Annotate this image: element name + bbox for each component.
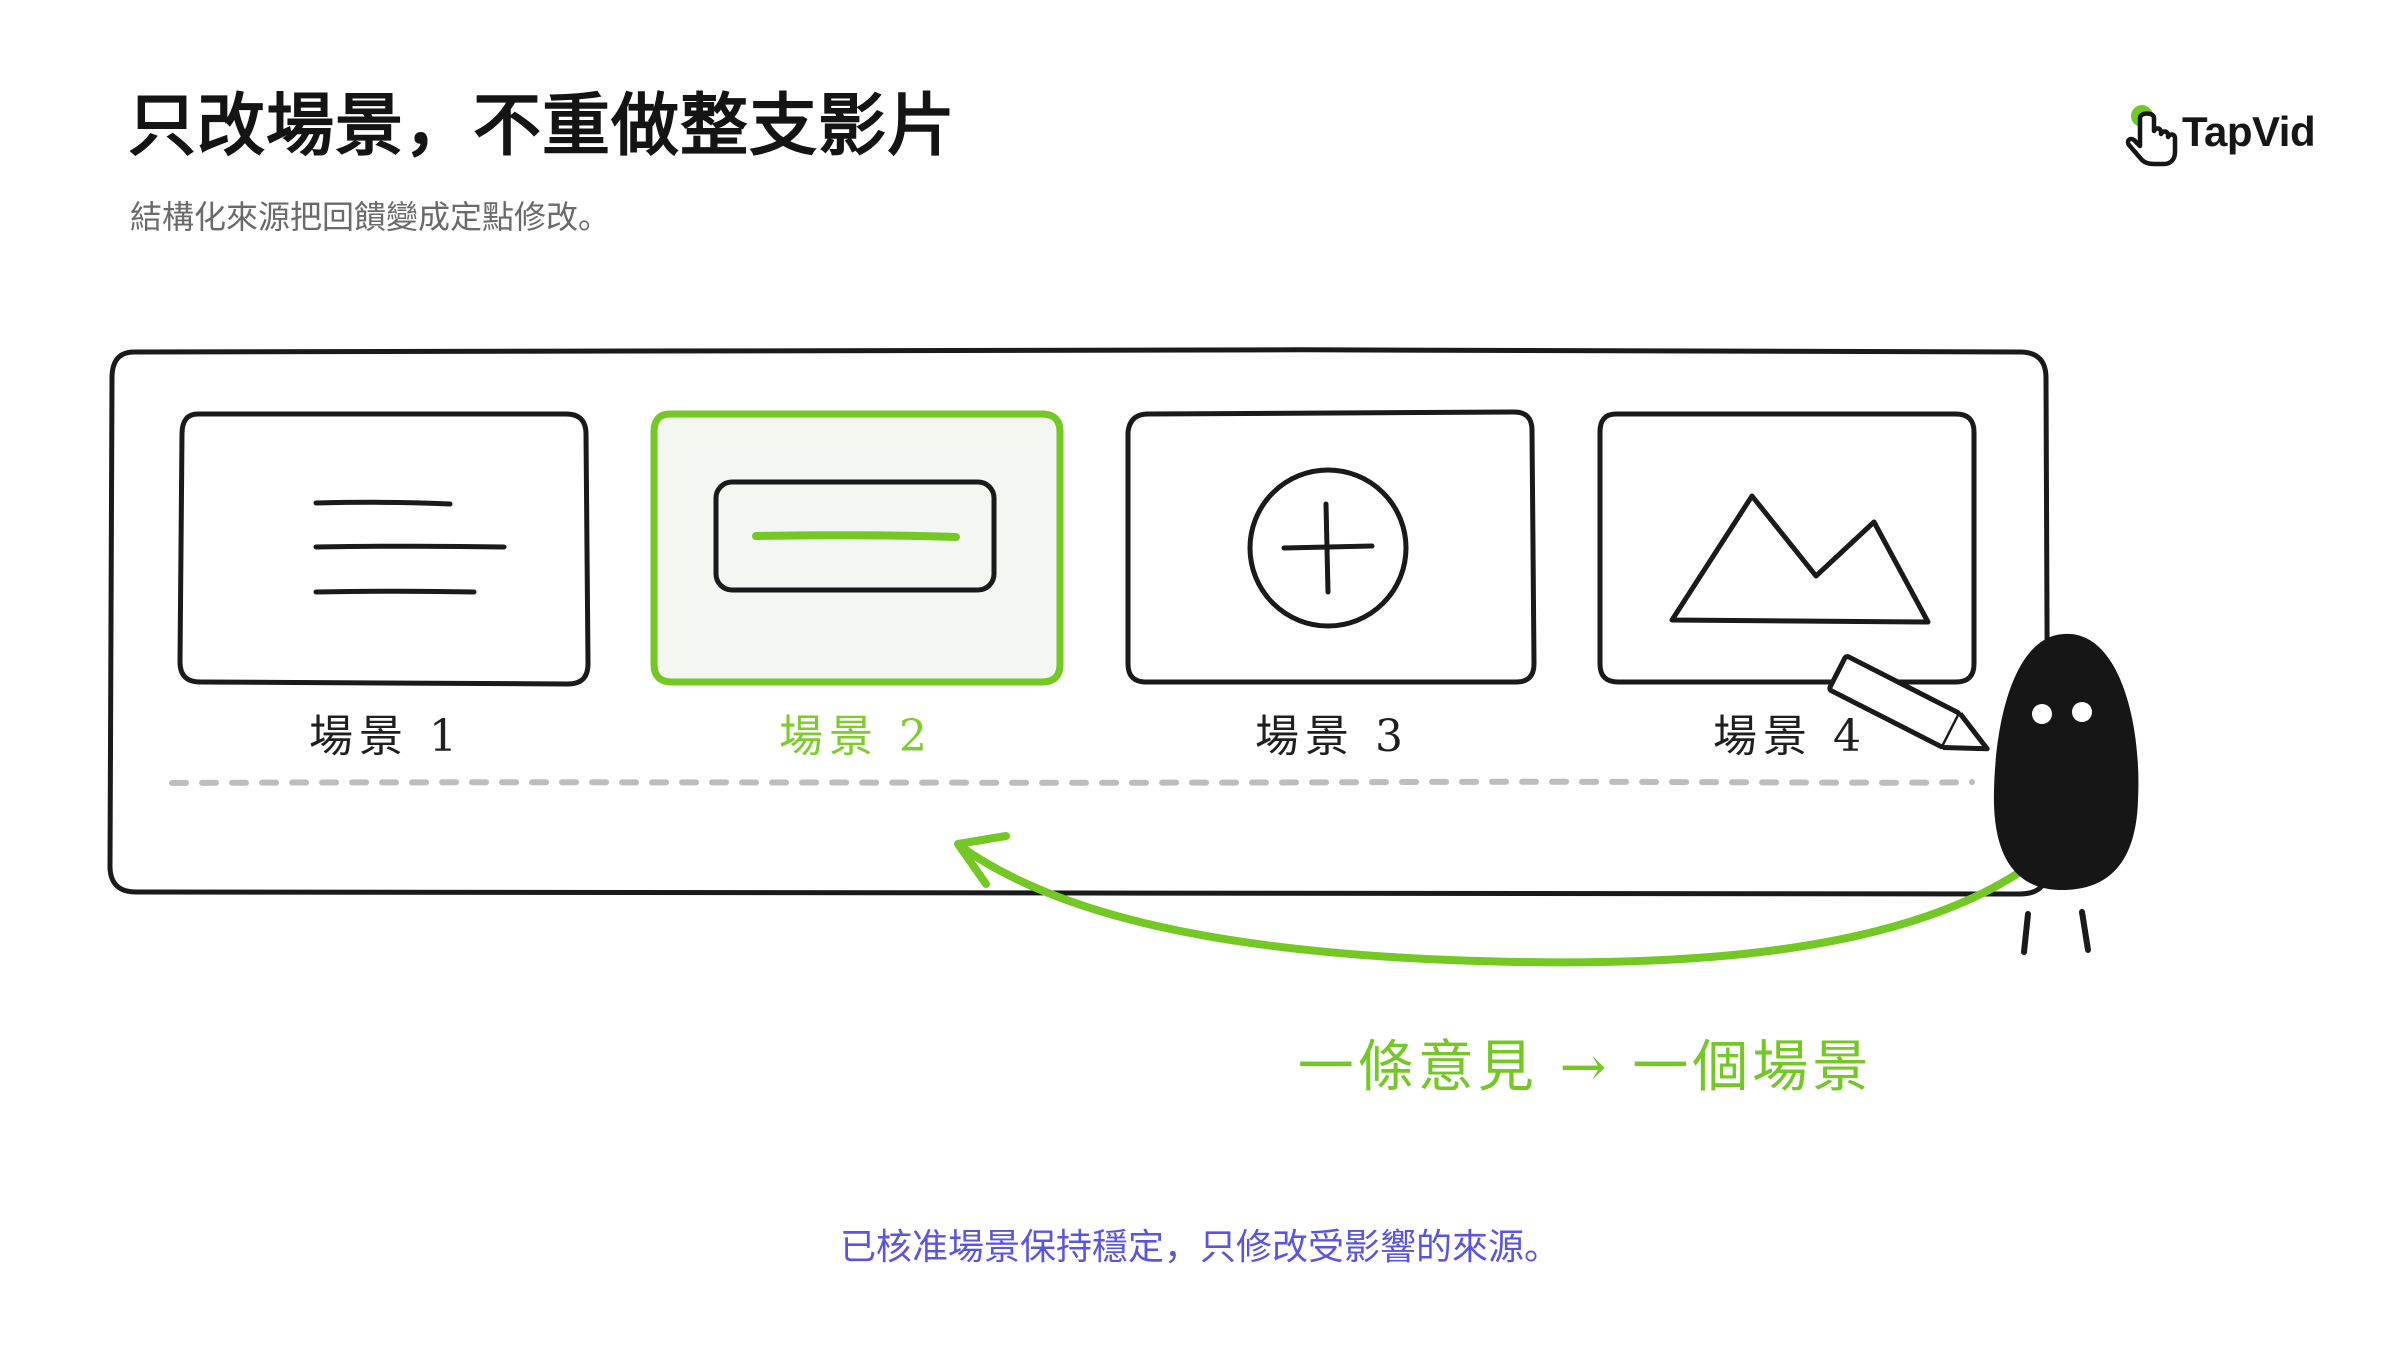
- feedback-arrowhead: [954, 832, 1010, 888]
- scene-label-3: 場景 3: [1255, 711, 1409, 762]
- scene-label-1: 場景 1: [309, 711, 463, 762]
- footer-note: 已核准場景保持穩定，只修改受影響的來源。: [839, 1227, 1560, 1268]
- scene-card-4: [1597, 411, 1977, 685]
- scene-card-2: [650, 410, 1064, 686]
- mountain-icon: [1669, 493, 1931, 625]
- pencil-icon: [1827, 654, 1990, 752]
- brand-name: TapVid: [2182, 108, 2316, 155]
- scene-label-2: 場景 2: [779, 711, 933, 762]
- timeline-frame: [107, 346, 2051, 897]
- plus-circle-icon: [1247, 467, 1409, 629]
- page-title: 只改場景，不重做整支影片: [128, 87, 957, 166]
- page-subtitle: 結構化來源把回饋變成定點修改。: [130, 198, 611, 236]
- brand-logo: TapVid: [2118, 96, 2338, 168]
- scene-card-3: [1125, 409, 1537, 685]
- pointer-hand-icon: [2125, 105, 2178, 167]
- text-bar-icon: [713, 479, 997, 593]
- scene-card-1: [177, 411, 591, 687]
- playback-dotted-line: [169, 778, 1975, 786]
- feedback-arrow: [956, 842, 2024, 967]
- text-lines-icon: [313, 499, 507, 595]
- scene-label-4: 場景 4: [1713, 711, 1867, 762]
- mascot-character: [1993, 633, 2139, 955]
- feedback-callout: 一條意見 → 一個場景: [1297, 1035, 1873, 1100]
